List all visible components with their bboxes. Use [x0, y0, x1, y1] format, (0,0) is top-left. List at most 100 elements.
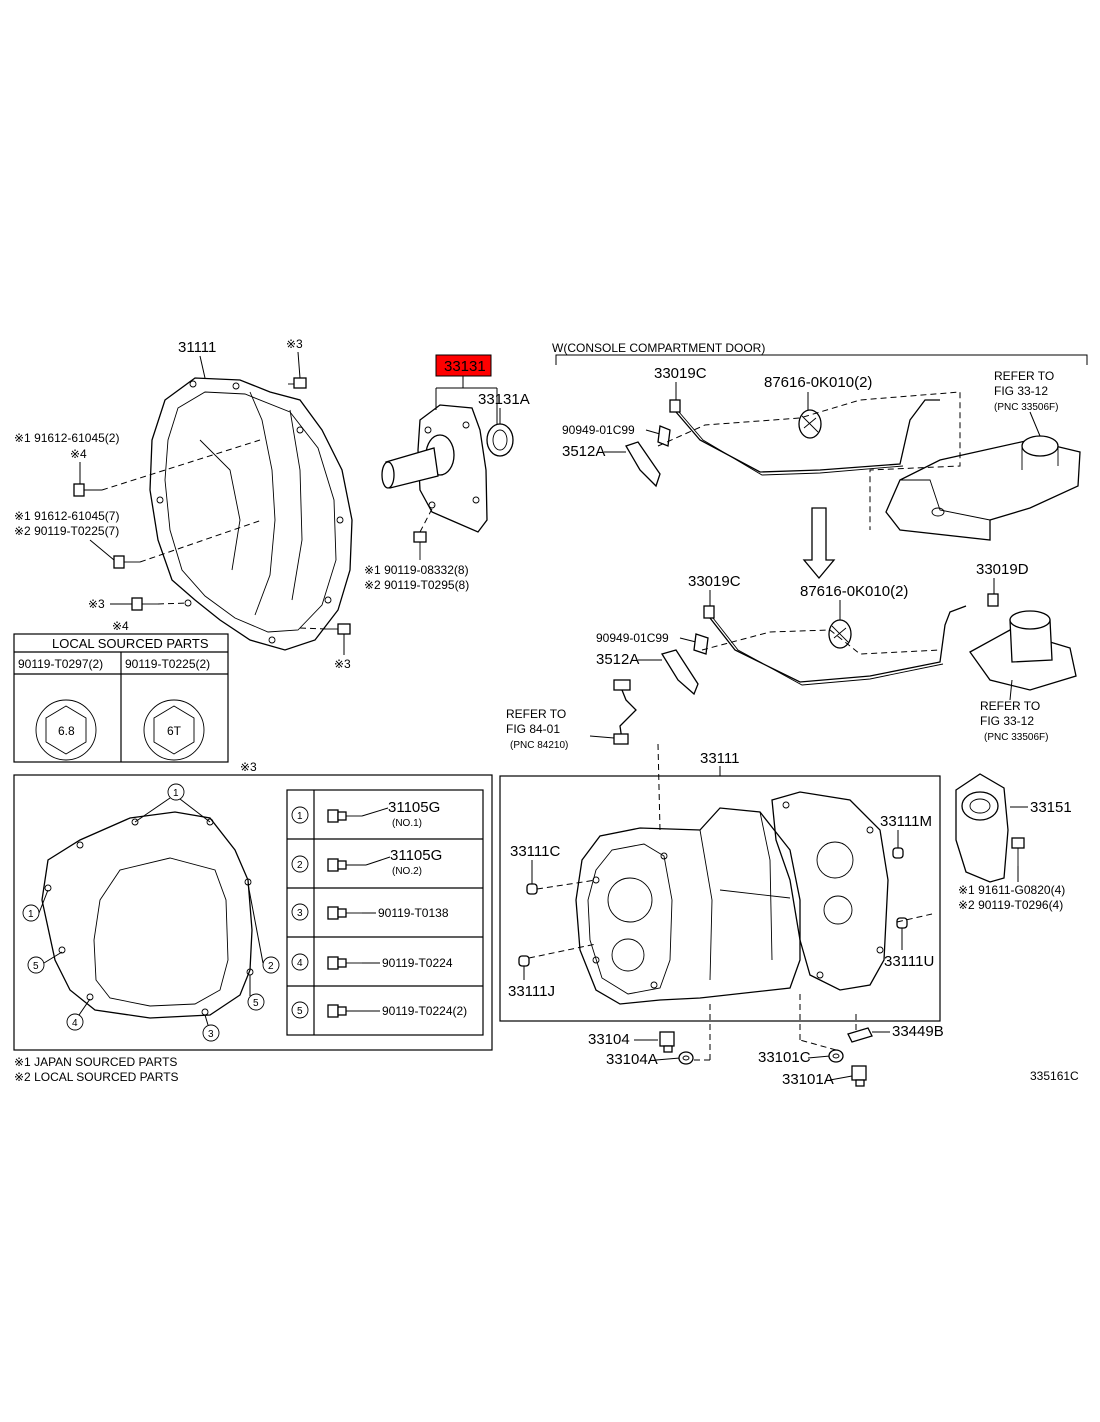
clip-90949-b[interactable]: [693, 633, 709, 655]
oil-seal-33131A[interactable]: [486, 423, 514, 457]
svg-text:4: 4: [297, 958, 303, 969]
bolt-row-5[interactable]: 5 90119-T0224(2): [291, 1001, 467, 1019]
down-arrow-icon: [802, 507, 836, 580]
bolt-b-note-2: ※2 90119-T0225(7): [14, 524, 119, 538]
shift-lever-33019C-a[interactable]: [669, 399, 940, 476]
plug-33104[interactable]: [659, 1031, 675, 1053]
mark3-left: ※3: [88, 597, 105, 611]
mark4-a: ※4: [70, 447, 87, 461]
svg-text:5: 5: [253, 998, 259, 1009]
bracket-3512A-b[interactable]: [660, 649, 699, 696]
svg-text:31105G: 31105G: [388, 799, 440, 816]
clip-90949-a[interactable]: [657, 425, 671, 447]
label-3512A-b: 3512A: [596, 651, 639, 668]
plug-33101A[interactable]: [851, 1065, 867, 1087]
mark4-b: ※4: [112, 619, 129, 633]
label-33101C: 33101C: [758, 1049, 811, 1066]
label-87616-b: 87616-0K010(2): [800, 583, 908, 600]
bolt-row-1[interactable]: 1 31105G (NO.1): [291, 799, 440, 829]
transmission-case-33111[interactable]: [575, 807, 801, 1005]
label-33101A: 33101A: [782, 1071, 834, 1088]
label-33131A: 33131A: [478, 391, 530, 408]
label-33019C-a: 33019C: [654, 365, 707, 382]
svg-text:1: 1: [297, 811, 303, 822]
label-33449B: 33449B: [892, 1023, 944, 1040]
label-3512A-a: 3512A: [562, 443, 605, 460]
local-parts-title: LOCAL SOURCED PARTS: [52, 636, 209, 651]
housing-flange: [41, 811, 254, 1019]
label-33019D: 33019D: [976, 561, 1029, 578]
retainer-33151[interactable]: [955, 773, 1009, 883]
ref3-line2: FIG 84-01: [506, 722, 560, 736]
svg-text:2: 2: [268, 961, 274, 972]
pin-33111J[interactable]: [518, 955, 530, 967]
label-33111J: 33111J: [508, 983, 555, 1000]
boot-87616-b[interactable]: [828, 619, 852, 649]
mark3-bottom: ※3: [334, 657, 351, 671]
intermediate-plate[interactable]: [771, 791, 889, 991]
svg-text:4: 4: [72, 1018, 78, 1029]
extension-cover-33131[interactable]: [381, 404, 488, 533]
bolt-row-2[interactable]: 2 31105G (NO.2): [291, 847, 442, 877]
bolt-table: [286, 789, 484, 1036]
figure-code: 335161C: [1030, 1069, 1079, 1083]
bracket-3512A-a[interactable]: [625, 441, 661, 488]
local-parts-col2: 90119-T0225(2): [125, 657, 210, 671]
bolt-row-3[interactable]: 3 90119-T0138: [291, 903, 449, 921]
label-33111M: 33111M: [880, 813, 932, 830]
mark3-top: ※3: [286, 337, 303, 351]
console-bracket-top[interactable]: [885, 435, 1081, 541]
svg-text:90119-T0138: 90119-T0138: [378, 906, 449, 920]
flange-box: [13, 774, 493, 1051]
spring-33449B[interactable]: [847, 1027, 873, 1043]
bolt-a-note: ※1 91612-61045(2): [14, 431, 119, 445]
label-31111-top: 31111: [178, 339, 216, 356]
svg-text:6.8: 6.8: [58, 724, 75, 738]
bolt-d[interactable]: [326, 623, 351, 635]
console-door-note: W(CONSOLE COMPARTMENT DOOR): [552, 341, 765, 355]
clutch-housing-31111[interactable]: [149, 377, 353, 651]
bolt-cover[interactable]: [413, 531, 427, 560]
legend-local: ※2 LOCAL SOURCED PARTS: [14, 1070, 179, 1084]
flange-callouts: 1 1 5 2 5 4 3 2: [22, 783, 280, 1042]
pin-33111M[interactable]: [892, 847, 904, 859]
svg-text:6T: 6T: [167, 724, 182, 738]
ref1-line2: FIG 33-12: [994, 384, 1048, 398]
plug-33111C[interactable]: [526, 883, 538, 895]
label-33104: 33104: [588, 1031, 630, 1048]
svg-text:5: 5: [33, 961, 39, 972]
mark3-box: ※3: [240, 760, 257, 774]
label-33019C-b: 33019C: [688, 573, 741, 590]
bolt-row-4[interactable]: 4 90119-T0224: [291, 953, 453, 971]
bolt-b-note-1: ※1 91612-61045(7): [14, 509, 119, 523]
console-bracket-bottom[interactable]: [969, 610, 1077, 691]
svg-text:90119-T0224(2): 90119-T0224(2): [382, 1004, 467, 1018]
svg-text:90119-T0224: 90119-T0224: [382, 956, 453, 970]
bolt-head-6-8: 6.8: [35, 699, 97, 761]
ref1-line3: (PNC 33506F): [994, 402, 1058, 413]
label-33111C: 33111C: [510, 843, 560, 860]
ref2-line3: (PNC 33506F): [984, 732, 1048, 743]
bolt-d-note-2: ※2 90119-T0296(4): [958, 898, 1063, 912]
pin-33111U[interactable]: [896, 917, 908, 929]
svg-text:(NO.2): (NO.2): [392, 866, 422, 877]
bolt-c[interactable]: [131, 597, 158, 611]
bolt-top[interactable]: [288, 377, 307, 389]
boot-87616-a[interactable]: [798, 409, 822, 439]
bolt-b[interactable]: [113, 555, 140, 569]
label-clip-b: 90949-01C99: [596, 631, 669, 645]
bolt-retainer[interactable]: [1011, 837, 1025, 866]
gasket-33104A[interactable]: [678, 1051, 694, 1065]
ref3-line1: REFER TO: [506, 707, 566, 721]
label-33111U: 33111U: [884, 953, 934, 970]
label-33131: 33131: [444, 358, 486, 375]
shift-lever-33019C-b[interactable]: [703, 605, 967, 686]
svg-text:3: 3: [297, 908, 303, 919]
shift-lever-33019D[interactable]: [987, 593, 999, 607]
gasket-33101C[interactable]: [828, 1049, 844, 1063]
bolt-c-note-1: ※1 90119-08332(8): [364, 563, 469, 577]
ref3-line3: (PNC 84210): [510, 740, 568, 751]
sensor-switch[interactable]: [613, 679, 637, 745]
bolt-a[interactable]: [73, 483, 102, 497]
